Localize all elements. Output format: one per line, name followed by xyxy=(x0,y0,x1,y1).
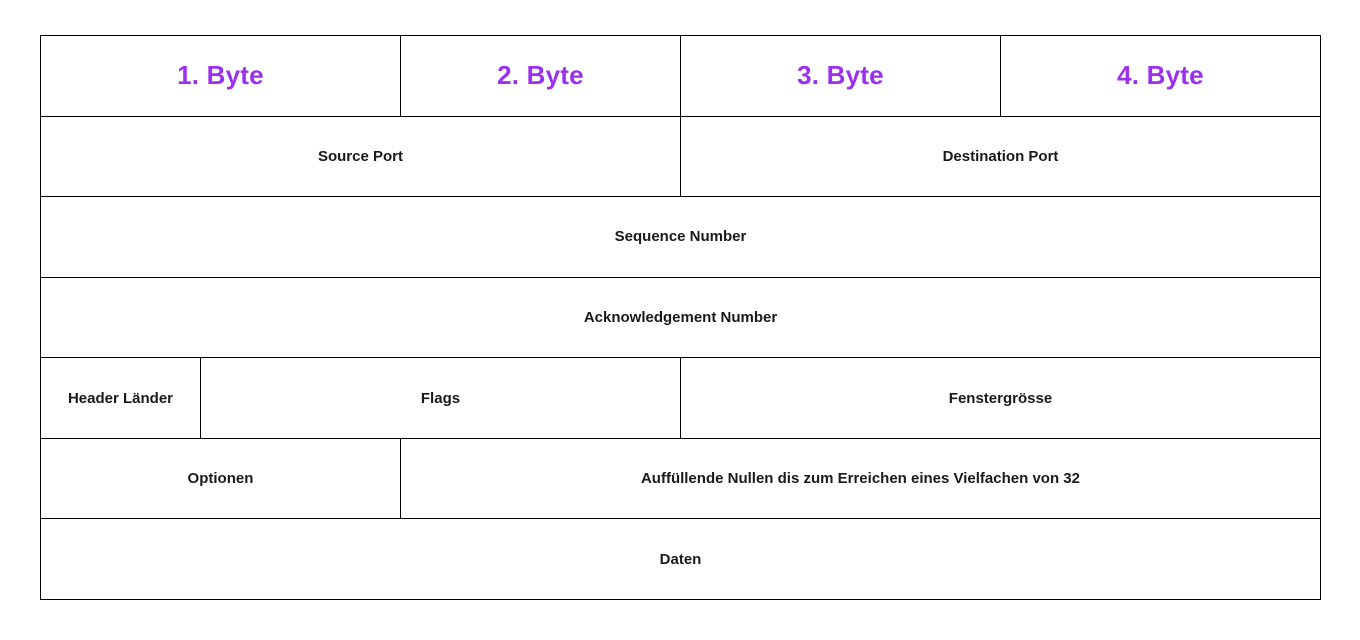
byte-header-row: 1. Byte 2. Byte 3. Byte 4. Byte xyxy=(40,35,1322,117)
byte-header-cell-1: 1. Byte xyxy=(40,35,401,117)
data-row: Daten xyxy=(40,518,1321,600)
flags-cell: Flags xyxy=(200,357,681,439)
options-cell: Optionen xyxy=(40,437,401,520)
byte-header-cell-4: 4. Byte xyxy=(999,35,1322,117)
port-row: Source Port Destination Port xyxy=(40,115,1322,198)
source-port-cell: Source Port xyxy=(40,115,681,198)
destination-port-cell: Destination Port xyxy=(679,115,1322,198)
header-length-cell: Header Länder xyxy=(40,357,201,439)
window-size-cell: Fenstergrösse xyxy=(679,357,1322,439)
sequence-number-cell: Sequence Number xyxy=(40,196,1321,278)
tcp-header-table: 1. Byte 2. Byte 3. Byte 4. Byte Source P… xyxy=(40,35,1322,600)
padding-zeros-cell: Auffüllende Nullen dis zum Erreichen ein… xyxy=(399,437,1322,520)
data-cell: Daten xyxy=(40,518,1321,600)
acknowledgement-number-cell: Acknowledgement Number xyxy=(40,276,1321,359)
options-row: Optionen Auffüllende Nullen dis zum Erre… xyxy=(40,437,1322,520)
sequence-number-row: Sequence Number xyxy=(40,196,1321,278)
flags-row: Header Länder Flags Fenstergrösse xyxy=(40,357,1322,439)
byte-header-cell-3: 3. Byte xyxy=(679,35,1001,117)
byte-header-cell-2: 2. Byte xyxy=(399,35,681,117)
tcp-header-diagram: 1. Byte 2. Byte 3. Byte 4. Byte Source P… xyxy=(40,35,1322,600)
acknowledgement-number-row: Acknowledgement Number xyxy=(40,276,1321,359)
